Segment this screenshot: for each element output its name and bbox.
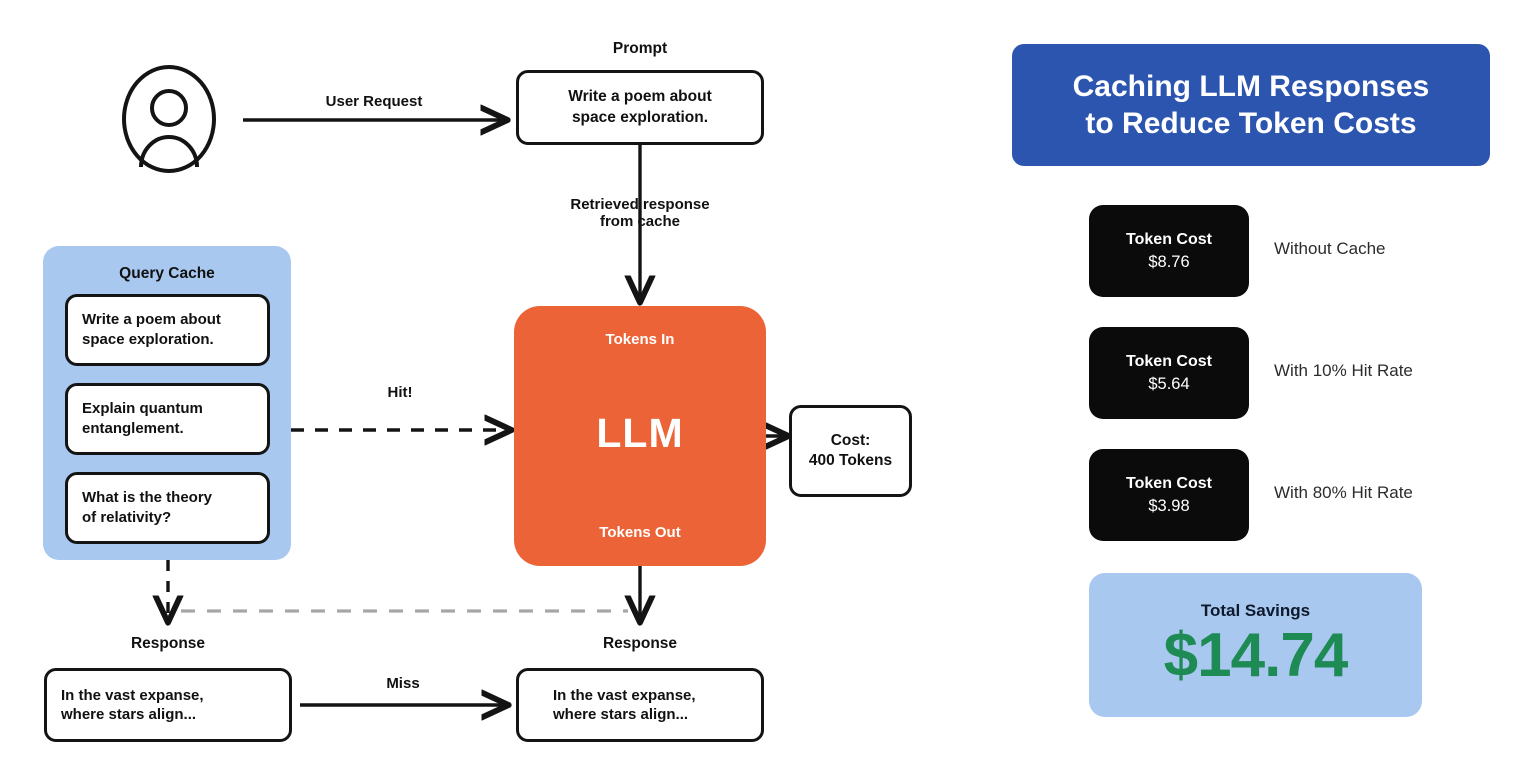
total-savings-value: $14.74 xyxy=(1163,621,1349,691)
query-cache-title: Query Cache xyxy=(119,265,215,282)
cost-box-line2: 400 Tokens xyxy=(808,452,893,469)
edge-label-retrieved-response: Retrieved response from cache xyxy=(516,196,764,230)
cost-card-2-description: With 80% Hit Rate xyxy=(1274,483,1413,502)
query-cache-panel: Query Cache Write a poem about space exp… xyxy=(43,246,291,560)
cache-item-2-line2: of relativity? xyxy=(82,509,172,526)
llm-tokens-in-label: Tokens In xyxy=(605,331,675,348)
cost-box-line1: Cost: xyxy=(830,431,871,449)
cache-item-1-line1: Explain quantum xyxy=(82,400,203,418)
llm-name: LLM xyxy=(596,410,684,456)
response-left-line2: where stars align... xyxy=(61,706,197,723)
user-avatar-icon xyxy=(122,65,216,173)
response-left-box: In the vast expanse, where stars align..… xyxy=(44,668,292,742)
cost-card-0-label: Token Cost xyxy=(1126,231,1212,249)
prompt-caption: Prompt xyxy=(612,40,668,57)
edge-label-retrieved-line2: from cache xyxy=(599,213,681,230)
panel-title-line1: Caching LLM Responses xyxy=(1072,69,1430,103)
edge-label-miss: Miss xyxy=(386,675,420,692)
cost-card-2-label: Token Cost xyxy=(1126,475,1212,493)
cache-item-1-line2: entanglement. xyxy=(82,420,184,437)
cost-card-1-description: With 10% Hit Rate xyxy=(1274,361,1413,380)
edge-label-user-request: User Request xyxy=(325,93,423,110)
cost-card-2-value: $3.98 xyxy=(1148,496,1190,515)
cache-item-0-line2: space exploration. xyxy=(82,331,214,348)
panel-title-banner: Caching LLM Responses to Reduce Token Co… xyxy=(1012,44,1490,166)
cache-item-1[interactable]: Explain quantum entanglement. xyxy=(65,383,270,455)
cost-card-1-value: $5.64 xyxy=(1148,374,1190,393)
prompt-text-line1: Write a poem about xyxy=(568,88,712,106)
llm-box: Tokens In LLM Tokens Out xyxy=(514,306,766,566)
total-savings-panel: Total Savings $14.74 xyxy=(1089,573,1422,717)
llm-tokens-out-label: Tokens Out xyxy=(599,524,681,541)
cost-card-2: Token Cost $3.98 xyxy=(1089,449,1249,541)
cost-card-1-label: Token Cost xyxy=(1126,353,1212,371)
response-right-line1: In the vast expanse, xyxy=(553,686,696,704)
edge-label-retrieved-line1: Retrieved response xyxy=(570,196,710,213)
panel-title-line2: to Reduce Token Costs xyxy=(1085,107,1417,140)
response-left-caption: Response xyxy=(130,635,206,652)
cost-box: Cost: 400 Tokens xyxy=(789,405,912,497)
cache-item-2[interactable]: What is the theory of relativity? xyxy=(65,472,270,544)
total-savings-label: Total Savings xyxy=(1200,601,1311,621)
edge-label-hit: Hit! xyxy=(387,384,413,401)
response-right-box: In the vast expanse, where stars align..… xyxy=(516,668,764,742)
prompt-text-line2: space exploration. xyxy=(571,108,709,126)
cost-card-0-description: Without Cache xyxy=(1274,239,1386,258)
cache-item-2-line1: What is the theory xyxy=(82,489,213,507)
response-right-line2: where stars align... xyxy=(553,706,689,723)
user-avatar xyxy=(121,64,217,179)
response-left-line1: In the vast expanse, xyxy=(61,686,204,704)
cache-item-0[interactable]: Write a poem about space exploration. xyxy=(65,294,270,366)
cost-card-1: Token Cost $5.64 xyxy=(1089,327,1249,419)
cost-card-0: Token Cost $8.76 xyxy=(1089,205,1249,297)
response-right-caption: Response xyxy=(602,635,678,652)
cache-item-0-line1: Write a poem about xyxy=(82,311,221,329)
prompt-box: Write a poem about space exploration. xyxy=(516,70,764,145)
cost-card-0-value: $8.76 xyxy=(1148,252,1190,271)
